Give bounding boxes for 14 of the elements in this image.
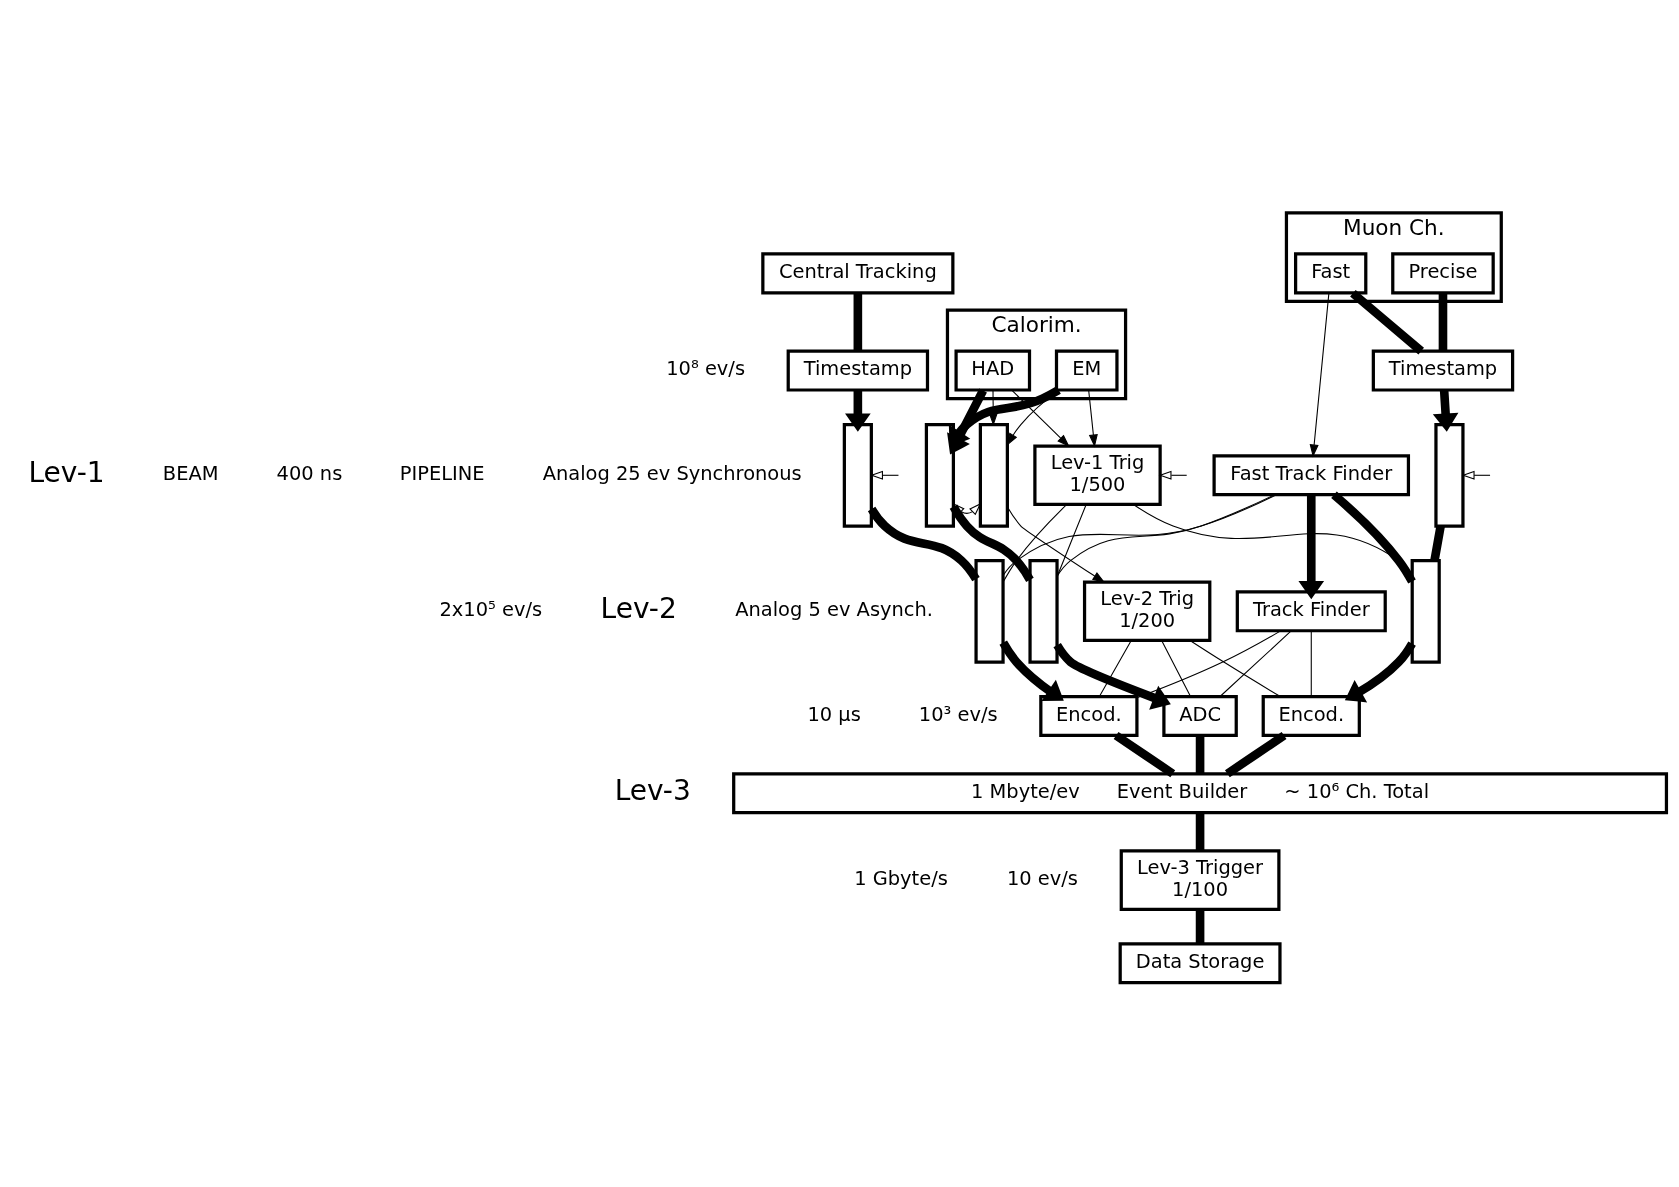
label: 10 µs (807, 702, 861, 726)
label: Analog 25 ev Synchronous (542, 462, 802, 486)
label: 1 Gbyte/s (854, 866, 948, 890)
label: BEAM (162, 462, 219, 486)
label: 2x10⁵ ev/s (439, 598, 543, 622)
label: 10⁸ ev/s (666, 357, 746, 381)
label: 10 ev/s (1006, 866, 1078, 890)
label: Lev-1 (28, 456, 105, 490)
label: 10³ ev/s (918, 702, 998, 726)
label: Lev-3 (614, 774, 691, 808)
label: 400 ns (276, 462, 343, 486)
label: Lev-2 (600, 592, 677, 626)
label: PIPELINE (399, 462, 485, 486)
label: Analog 5 ev Asynch. (735, 598, 933, 622)
